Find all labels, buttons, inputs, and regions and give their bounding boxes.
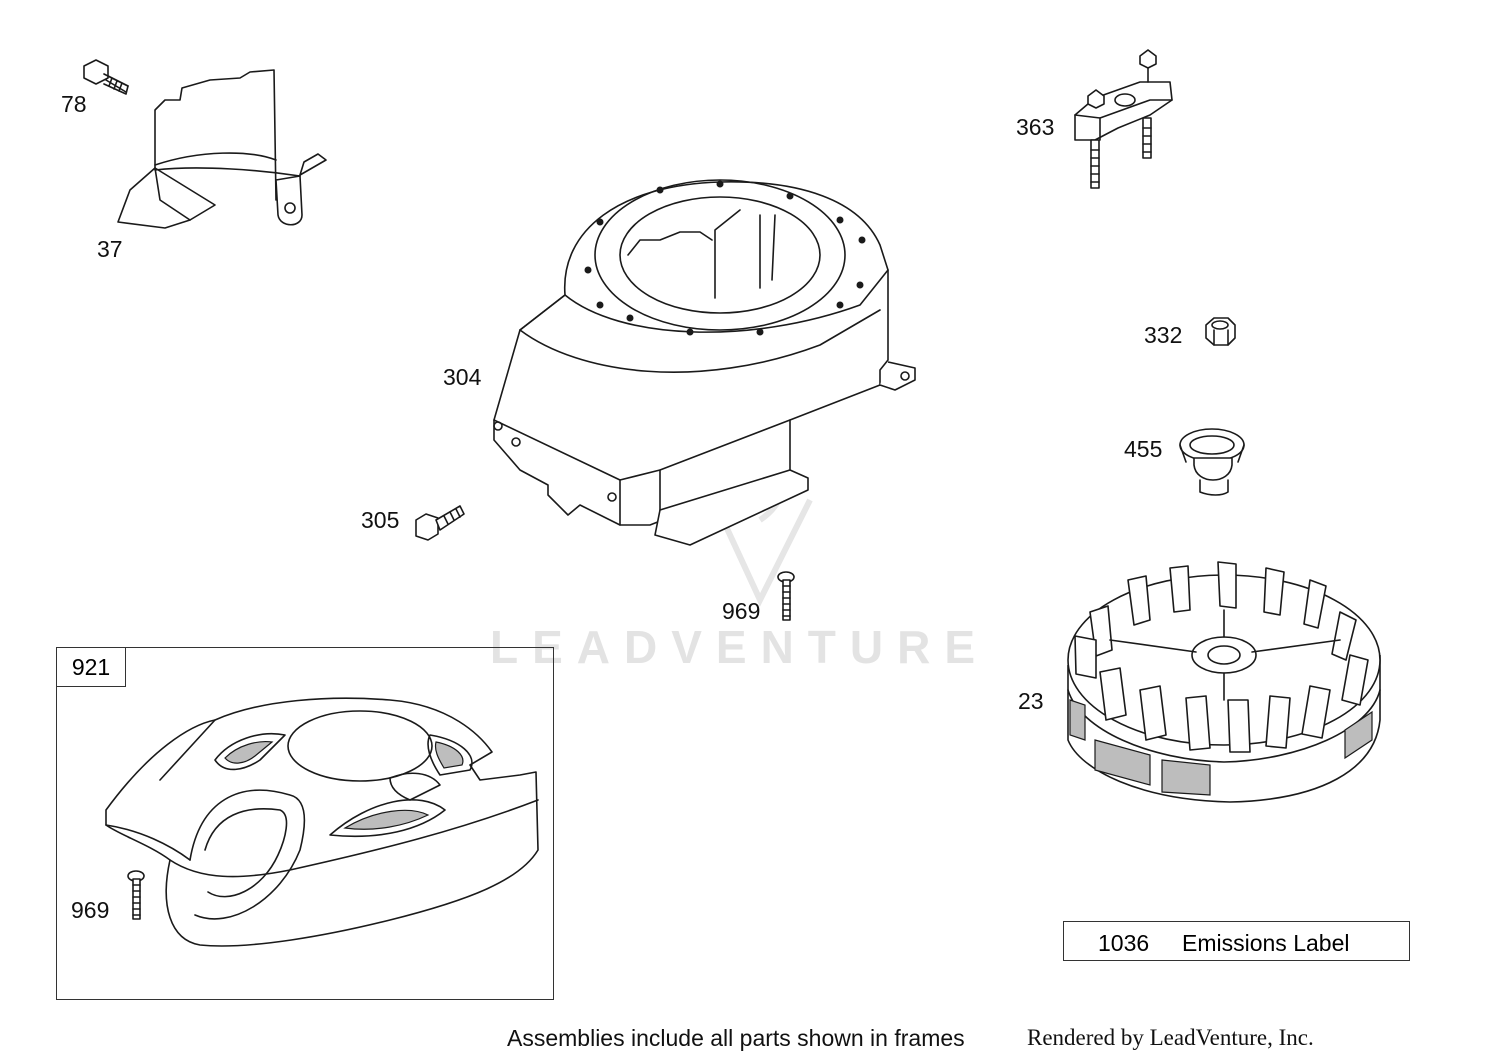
rocker-bracket-363-icon <box>1074 49 1173 189</box>
part-label-332[interactable]: 332 <box>1144 322 1183 348</box>
frames-note: Assemblies include all parts shown in fr… <box>507 1025 965 1051</box>
screen-455-icon <box>1179 428 1245 496</box>
watermark-text: LEADVENTURE <box>490 621 990 673</box>
deflector-37-icon <box>117 69 327 229</box>
emissions-label-box[interactable]: 1036 Emissions Label <box>1063 921 1410 961</box>
blower-housing-304-icon <box>493 179 916 546</box>
bolt-78-icon <box>83 59 129 95</box>
assembly-frame-tag-921[interactable]: 921 <box>56 647 126 687</box>
part-label-23[interactable]: 23 <box>1018 688 1044 714</box>
part-label-37[interactable]: 37 <box>97 236 123 262</box>
part-label-363[interactable]: 363 <box>1016 114 1055 140</box>
screw-969-icon <box>777 571 795 621</box>
part-label-304[interactable]: 304 <box>443 364 482 390</box>
flywheel-23-icon <box>1067 561 1381 803</box>
emissions-label-text: Emissions Label <box>1182 930 1350 956</box>
part-label-969-in-frame[interactable]: 969 <box>71 897 110 923</box>
part-label-305[interactable]: 305 <box>361 507 400 533</box>
engine-cover-921-icon <box>105 697 539 947</box>
render-credit: Rendered by LeadVenture, Inc. <box>1027 1025 1314 1050</box>
bolt-305-icon <box>415 505 465 541</box>
emissions-part-number: 1036 <box>1098 930 1150 956</box>
part-label-78[interactable]: 78 <box>61 91 87 117</box>
screw-969-icon <box>127 870 145 920</box>
part-label-455[interactable]: 455 <box>1124 436 1163 462</box>
assembly-frame-921 <box>56 647 554 1000</box>
part-label-969[interactable]: 969 <box>722 598 761 624</box>
nut-332-icon <box>1205 317 1236 346</box>
